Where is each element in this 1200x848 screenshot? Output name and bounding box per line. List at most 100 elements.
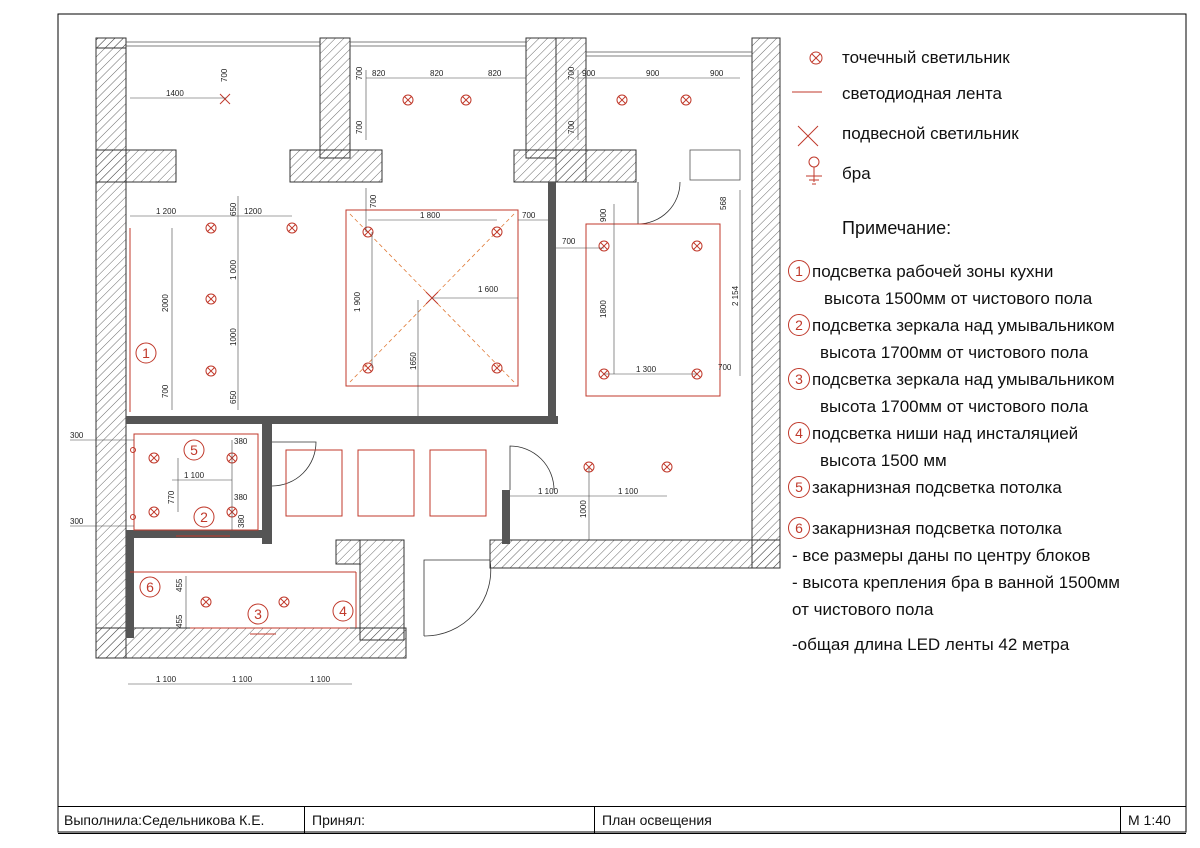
extra-note: -общая длина LED ленты 42 метра xyxy=(792,635,1070,654)
dim-label: 700 xyxy=(220,68,229,82)
extra-note: - все размеры даны по центру блоков xyxy=(792,546,1091,565)
sconce-marks xyxy=(130,447,136,520)
note-text: закарнизная подсветка потолка xyxy=(812,519,1062,538)
exterior-walls xyxy=(95,37,781,659)
dim-label: 2000 xyxy=(161,294,170,312)
dim-label: 700 xyxy=(369,194,378,208)
dim-label: 1 200 xyxy=(156,207,177,216)
sconce-icon xyxy=(806,156,822,185)
pendant-light-icon xyxy=(797,125,819,147)
note-number: 4 xyxy=(788,422,810,444)
legend-item-sconce: бра xyxy=(806,156,1186,196)
divider xyxy=(594,807,595,833)
dim-label: 700 xyxy=(562,237,576,246)
dim-label: 1800 xyxy=(599,300,608,318)
legend-item-spot: точечный светильник xyxy=(806,40,1186,80)
note-text: закарнизная подсветка потолка xyxy=(812,478,1062,497)
dim-label: 380 xyxy=(237,514,246,528)
legend-label: светодиодная лента xyxy=(842,84,1002,103)
title-block: Выполнила:Седельникова К.Е. Принял: План… xyxy=(58,806,1186,834)
note-text: подсветка зеркала над умывальником xyxy=(812,370,1115,389)
legend: точечный светильник светодиодная лента п… xyxy=(792,40,1186,196)
note-number: 1 xyxy=(788,260,810,282)
sheet-title-cell: План освещения xyxy=(602,812,712,828)
accepted-cell: Принял: xyxy=(312,812,366,828)
note-number: 5 xyxy=(788,476,810,498)
divider xyxy=(1120,807,1121,833)
dim-label: 455 xyxy=(175,614,184,628)
note-text: подсветка рабочей зоны кухни xyxy=(812,262,1054,281)
dim-label: 300 xyxy=(70,431,84,440)
dim-label: 1 000 xyxy=(229,259,238,280)
note-text: высота 1500мм от чистового пола xyxy=(824,289,1093,308)
note-text: высота 1700мм от чистового пола xyxy=(820,343,1089,362)
dim-label: 1200 xyxy=(244,207,262,216)
dim-label: 900 xyxy=(710,69,724,78)
marker-3: 3 xyxy=(254,606,262,622)
marker-1: 1 xyxy=(142,345,150,361)
note-text: подсветка зеркала над умывальником xyxy=(812,316,1115,335)
dim-label: 2 154 xyxy=(731,285,740,306)
scale-cell: М 1:40 xyxy=(1128,812,1171,828)
marker-5: 5 xyxy=(190,442,198,458)
dim-label: 900 xyxy=(646,69,660,78)
dim-label: 700 xyxy=(522,211,536,220)
notes-title: Примечание: xyxy=(842,218,952,238)
dim-label: 1400 xyxy=(166,89,184,98)
note-number: 3 xyxy=(788,368,810,390)
dim-label: 650 xyxy=(229,390,238,404)
dim-label: 1 800 xyxy=(420,211,441,220)
plan-markers: 1 2 3 4 5 6 xyxy=(135,342,354,625)
dim-label: 1000 xyxy=(229,328,238,346)
note-text: высота 1500 мм xyxy=(820,451,947,470)
note-text: высота 1700мм от чистового пола xyxy=(820,397,1089,416)
dim-label: 700 xyxy=(355,120,364,134)
dim-label: 1650 xyxy=(409,352,418,370)
dim-label: 770 xyxy=(167,490,176,504)
author-cell: Выполнила:Седельникова К.Е. xyxy=(64,812,265,828)
led-strip-icon xyxy=(792,91,822,93)
dim-label: 820 xyxy=(372,69,386,78)
partitions xyxy=(126,182,558,638)
marker-6: 6 xyxy=(146,579,154,595)
dim-label: 700 xyxy=(718,363,732,372)
note-number: 6 xyxy=(788,517,810,539)
note-text: подсветка ниши над инсталяцией xyxy=(812,424,1079,443)
sheet-frame xyxy=(57,13,1187,833)
dim-label: 1 600 xyxy=(478,285,499,294)
marker-2: 2 xyxy=(200,509,208,525)
dim-label: 700 xyxy=(567,120,576,134)
dim-label: 1 100 xyxy=(232,675,253,684)
legend-label: точечный светильник xyxy=(842,48,1010,67)
dim-label: 1 300 xyxy=(636,365,657,374)
divider xyxy=(304,807,305,833)
dim-label: 380 xyxy=(234,437,248,446)
dim-label: 1 900 xyxy=(353,291,362,312)
windows xyxy=(126,41,752,181)
dim-label: 568 xyxy=(719,196,728,210)
dim-label: 650 xyxy=(229,202,238,216)
dim-label: 900 xyxy=(582,69,596,78)
dimension-lines xyxy=(70,70,741,685)
dim-label: 1 100 xyxy=(618,487,639,496)
dim-label: 1 100 xyxy=(538,487,559,496)
dim-label: 380 xyxy=(234,493,248,502)
extra-note: - высота крепления бра в ванной 1500мм xyxy=(792,573,1120,592)
led-strips xyxy=(129,209,721,635)
dim-label: 820 xyxy=(488,69,502,78)
dim-label: 1000 xyxy=(579,500,588,518)
legend-item-pendant: подвесной светильник xyxy=(797,116,1186,156)
marker-4: 4 xyxy=(339,603,347,619)
dim-label: 700 xyxy=(567,66,576,80)
dimension-labels: 1400 700 700 700 820 820 820 700 700 900… xyxy=(70,66,740,684)
dim-label: 820 xyxy=(430,69,444,78)
legend-label: подвесной светильник xyxy=(842,124,1019,143)
note-number: 2 xyxy=(788,314,810,336)
dim-label: 455 xyxy=(175,578,184,592)
